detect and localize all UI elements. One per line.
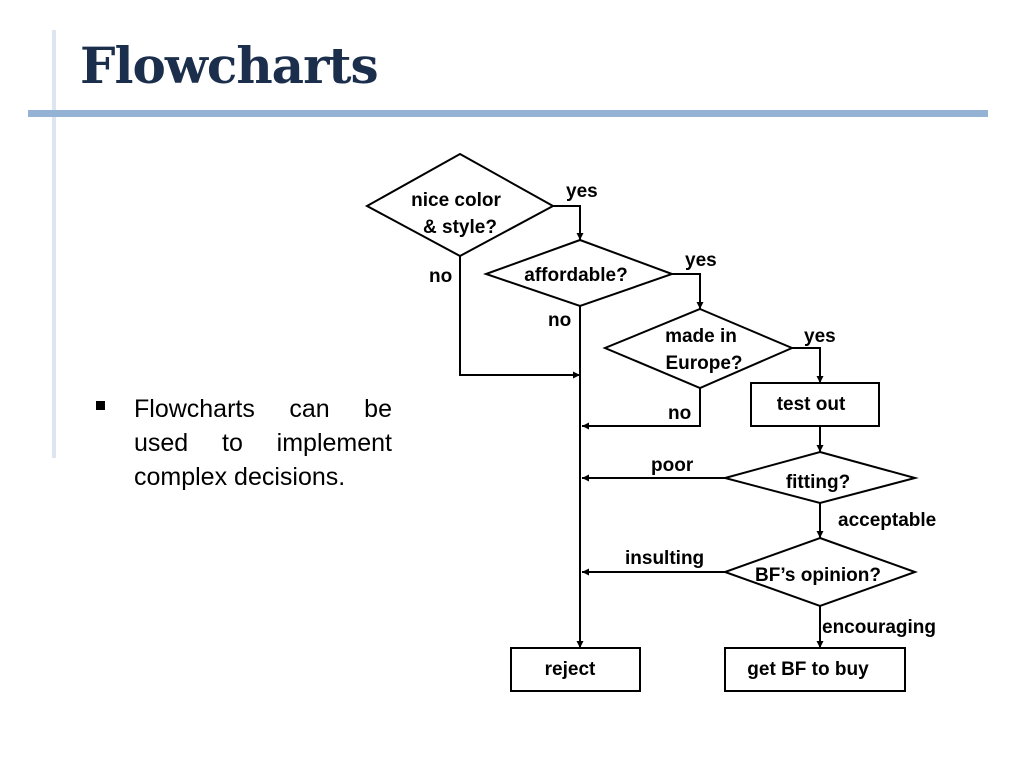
edge-color-yes	[553, 205, 584, 240]
decision-color-label-line1: nice color	[411, 190, 501, 211]
edge-label-yes-europe: yes	[804, 326, 836, 347]
process-test-out-box	[750, 382, 880, 427]
edge-label-poor: poor	[651, 455, 694, 476]
bullet-text: Flowcharts can be used to implement comp…	[134, 395, 392, 491]
edge-label-encouraging: encouraging	[822, 617, 936, 638]
decision-europe-label-line1: made in	[665, 326, 737, 347]
process-reject-label: reject	[545, 659, 596, 680]
edge-label-no-affordable: no	[548, 310, 571, 331]
process-test-out-label: test out	[777, 394, 846, 415]
decision-fitting-diamond	[721, 450, 919, 505]
decision-opinion-diamond	[722, 536, 918, 608]
edge-europe-yes	[792, 347, 824, 383]
decision-europe-label-line2: Europe?	[665, 353, 742, 374]
decision-affordable-label: affordable?	[524, 265, 627, 286]
left-accent-rule	[52, 30, 56, 458]
flowchart-connectors	[459, 205, 824, 648]
edge-label-yes-affordable: yes	[685, 250, 717, 271]
decision-fitting-label: fitting?	[786, 472, 850, 493]
edge-affordable-yes	[672, 273, 704, 309]
edge-color-no	[459, 256, 580, 379]
process-reject-box	[510, 647, 641, 692]
slide-title: Flowcharts	[80, 36, 379, 95]
decision-color-label-line2: & style?	[423, 217, 497, 238]
process-buy-box	[724, 647, 906, 692]
decision-europe-diamond	[602, 307, 795, 390]
process-buy-label: get BF to buy	[747, 659, 869, 680]
square-bullet-icon	[96, 401, 105, 410]
decision-color-diamond	[364, 152, 556, 258]
edge-label-insulting: insulting	[625, 548, 704, 569]
edge-label-no-color: no	[429, 266, 452, 287]
edge-label-acceptable: acceptable	[838, 510, 936, 531]
bullet-item: Flowcharts can be used to implement comp…	[96, 392, 392, 494]
edge-europe-no	[582, 388, 701, 430]
edge-label-no-europe: no	[668, 403, 691, 424]
decision-opinion-label: BF’s opinion?	[755, 565, 881, 586]
title-underline	[28, 110, 988, 117]
decision-affordable-diamond	[482, 238, 675, 308]
edge-label-yes-color: yes	[566, 181, 598, 202]
